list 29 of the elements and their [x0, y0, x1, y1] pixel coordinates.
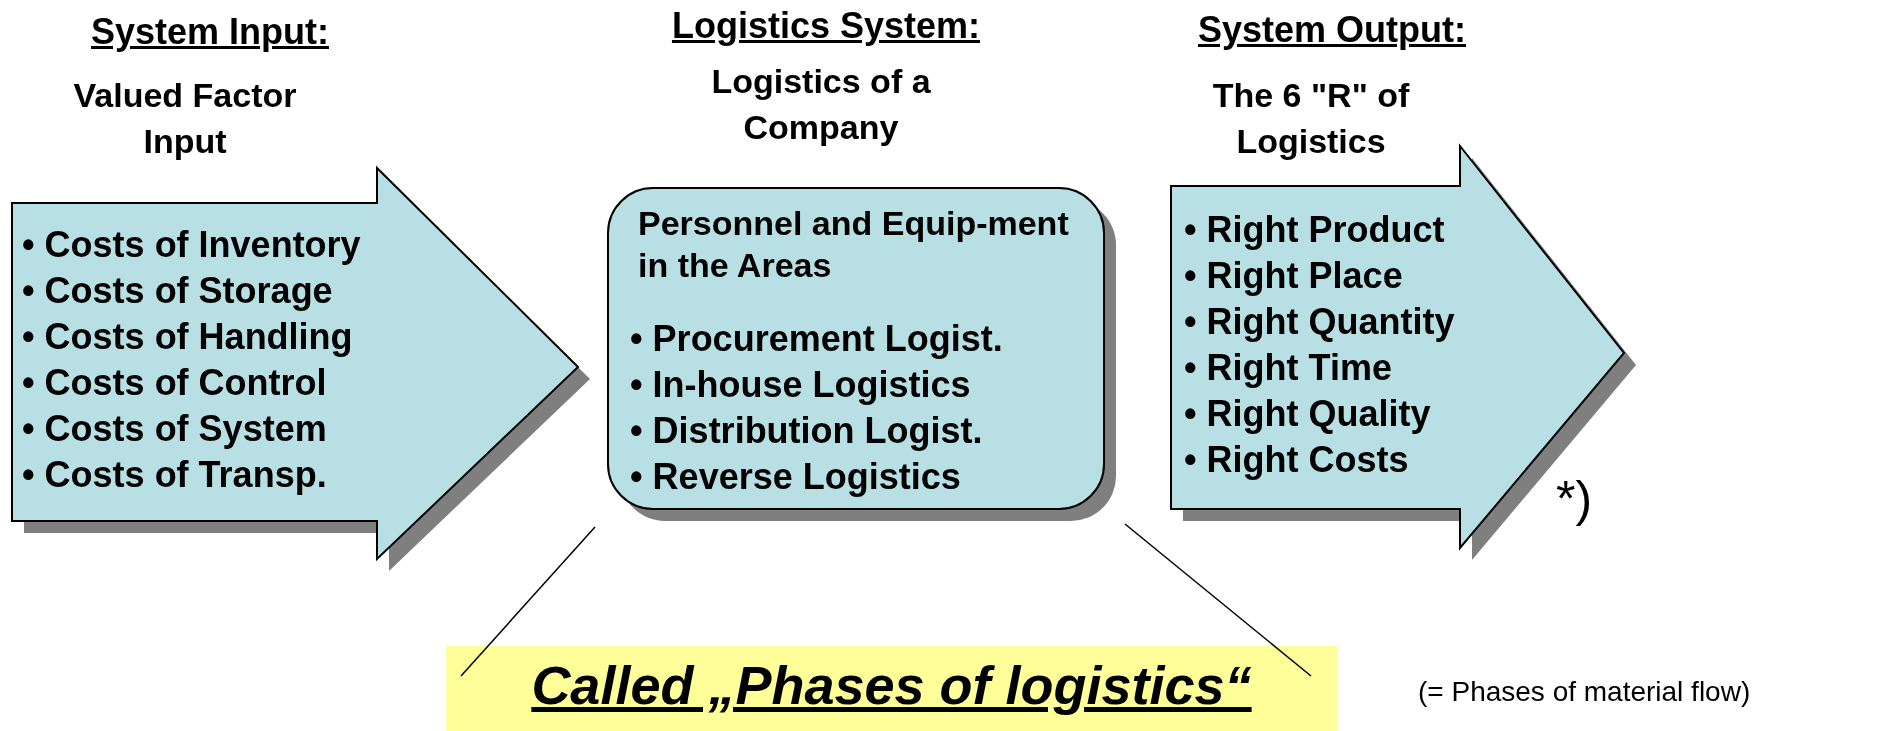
footnote-mark: *): [1556, 470, 1593, 528]
list-item: • Costs of Transp.: [22, 453, 328, 497]
connector-line: [460, 526, 596, 677]
list-item: • Costs of Storage: [22, 269, 334, 313]
list-item: • Costs of Inventory: [22, 223, 361, 267]
list-item: • Distribution Logist.: [630, 409, 984, 453]
section-heading: System Input:: [90, 12, 330, 52]
box-text: Personnel and Equip-ment in the Areas: [638, 203, 1070, 286]
section-heading: Logistics System:: [670, 6, 982, 46]
list-item: • In-house Logistics: [630, 363, 972, 407]
note-text: (= Phases of material flow): [1418, 676, 1751, 708]
list-item: • Right Time: [1184, 346, 1393, 390]
list-item: • Right Costs: [1184, 438, 1410, 482]
list-item: • Right Product: [1184, 208, 1446, 252]
list-item: • Right Quantity: [1184, 300, 1455, 344]
subheading: Logistics of a Company: [710, 61, 932, 148]
subheading: The 6 "R" of Logistics: [1211, 75, 1411, 162]
list-item: • Reverse Logistics: [630, 455, 962, 499]
subheading: Valued Factor Input: [72, 75, 298, 162]
list-item: • Costs of System: [22, 407, 328, 451]
section-heading: System Output:: [1197, 10, 1467, 50]
list-item: • Costs of Control: [22, 361, 328, 405]
list-item: • Right Quality: [1184, 392, 1432, 436]
connector-line: [1124, 523, 1312, 677]
callout-text: Called „Phases of logistics“: [530, 654, 1253, 717]
callout-box: [446, 646, 1337, 731]
list-item: • Procurement Logist.: [630, 317, 1003, 361]
list-item: • Costs of Handling: [22, 315, 354, 359]
list-item: • Right Place: [1184, 254, 1404, 298]
